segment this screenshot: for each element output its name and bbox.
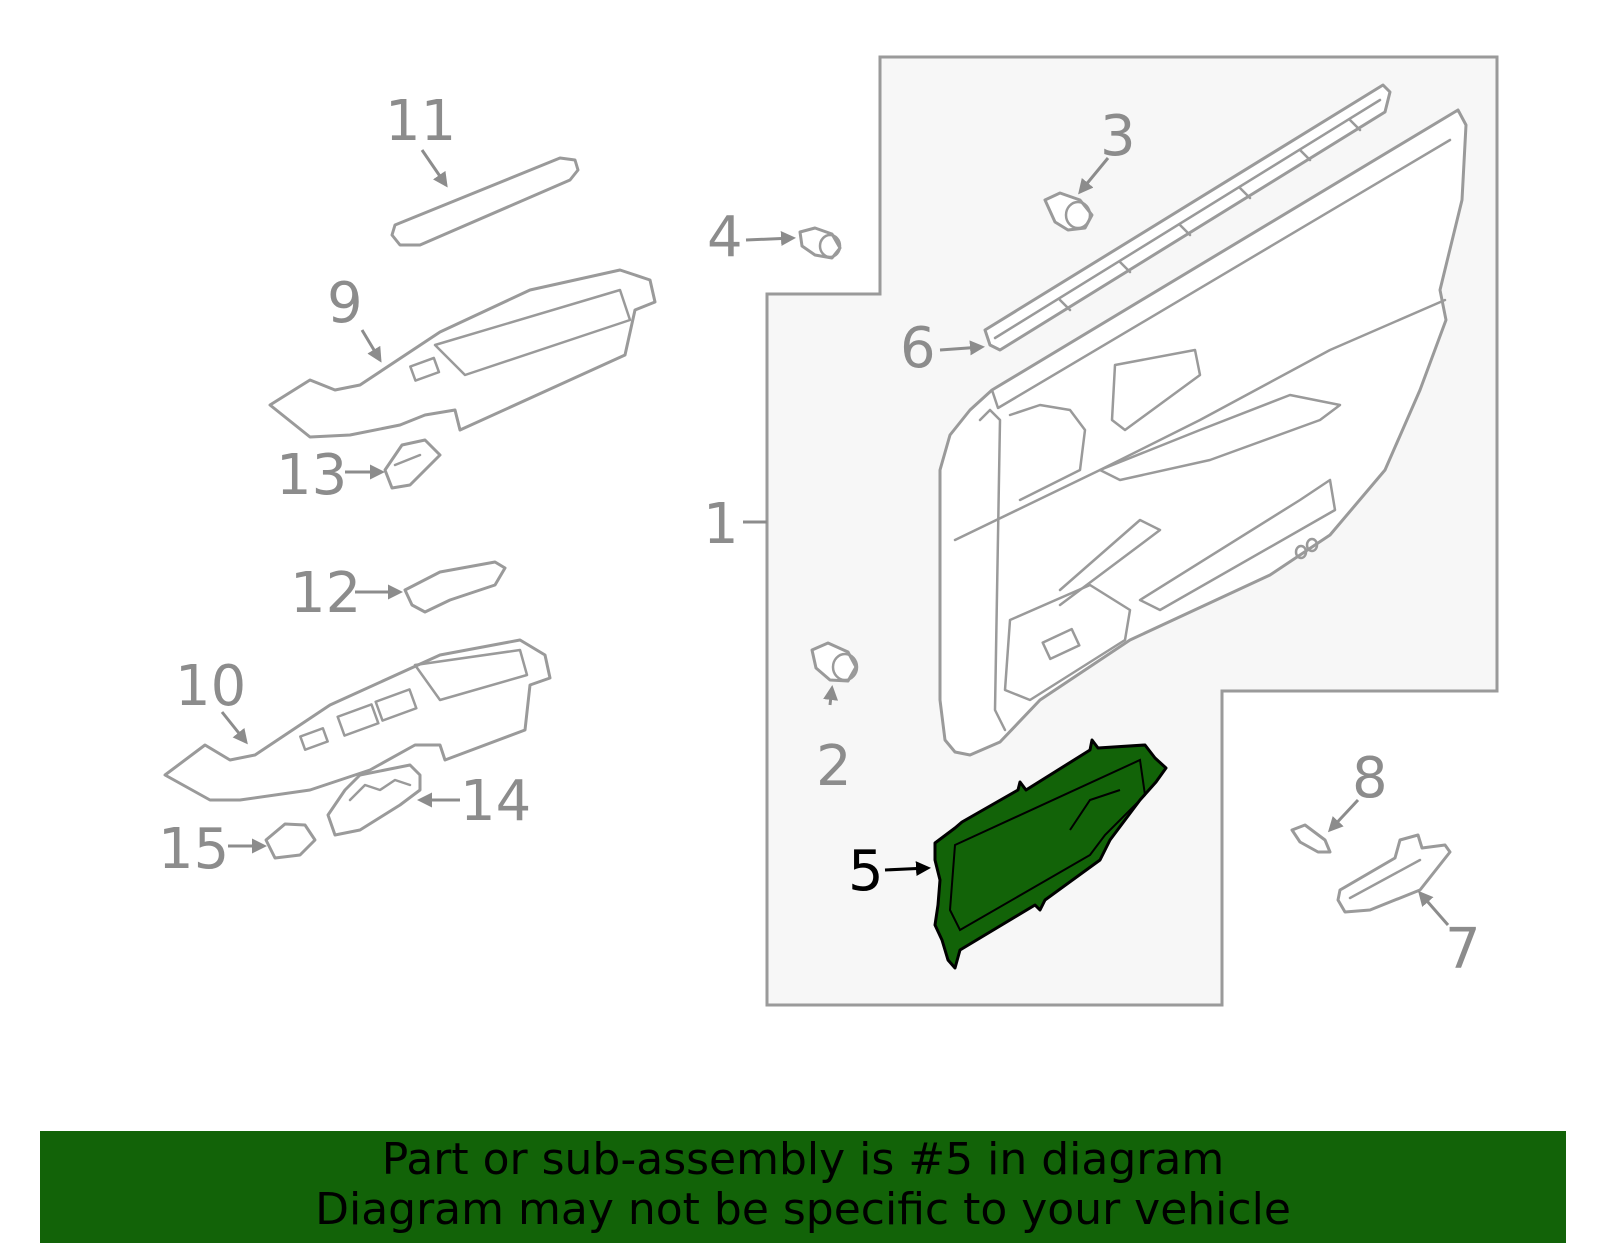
switch-15 [264,822,317,860]
callout-11: 11 [385,89,456,154]
callout-5: 5 [848,839,884,904]
callout-2: 2 [816,734,852,799]
clip-2 [810,641,859,683]
info-banner: Part or sub-assembly is #5 in diagram Di… [40,1131,1566,1243]
callout-1: 1 [703,492,739,557]
switch-14 [326,763,422,837]
bracket-7 [1336,833,1452,914]
banner-line-2: Diagram may not be specific to your vehi… [315,1184,1291,1235]
callout-14: 14 [460,769,531,834]
leader-3 [1078,157,1110,195]
door-trim-panel [938,108,1468,757]
callout-12: 12 [290,561,361,626]
callout-15: 15 [158,817,229,882]
armrest-9 [268,268,657,439]
callout-4: 4 [707,205,743,270]
leader-2 [823,685,839,706]
callout-8: 8 [1352,746,1388,811]
callout-3: 3 [1100,104,1136,169]
callout-6: 6 [900,316,936,381]
leader-6 [939,340,985,356]
leader-11 [420,149,448,188]
highlighted-part-5 [933,738,1168,970]
armrest-10 [163,638,552,802]
weatherstrip-belt [983,83,1392,352]
leader-10 [220,711,248,745]
callout-7: 7 [1445,917,1481,982]
switch-13 [383,438,442,490]
trim-12 [403,560,507,614]
leader-8 [1327,798,1360,833]
leader-4 [745,231,796,247]
leader-7 [1418,890,1450,926]
trim-strip-11 [390,156,580,247]
leader-5 [884,861,931,877]
banner-line-1: Part or sub-assembly is #5 in diagram [381,1134,1225,1185]
callout-13: 13 [276,443,347,508]
screw-4 [798,226,842,260]
clip-8 [1290,823,1332,854]
clip-3 [1043,191,1094,232]
callout-9: 9 [327,271,363,336]
leader-9 [360,329,382,363]
callout-10: 10 [175,654,246,719]
